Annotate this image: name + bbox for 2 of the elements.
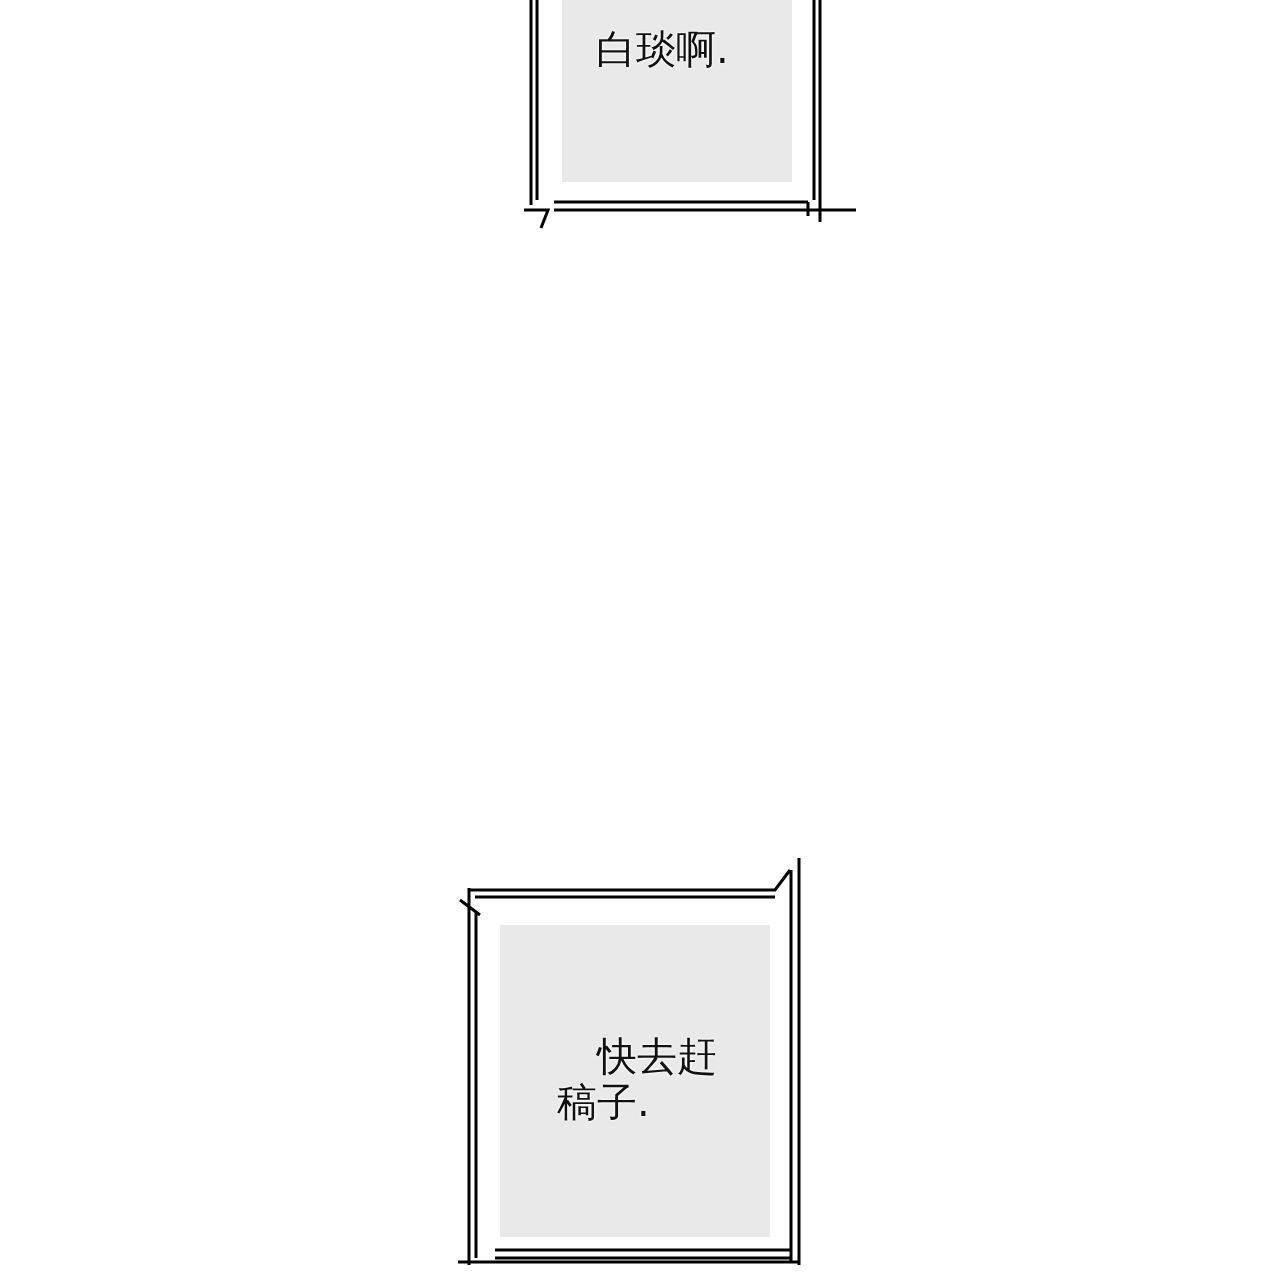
- speech-text: 快去赶稿子.: [557, 1033, 718, 1125]
- speech-text: 白琰啊.: [596, 26, 730, 72]
